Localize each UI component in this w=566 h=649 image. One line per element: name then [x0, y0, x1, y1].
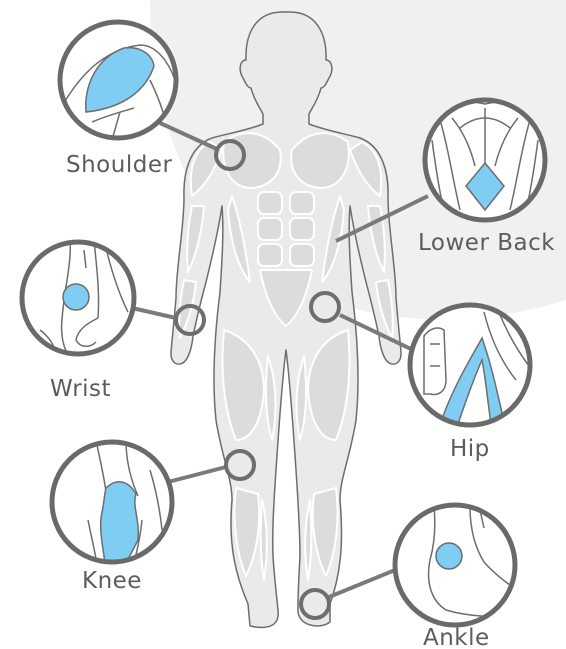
highlight-ankle	[436, 543, 462, 569]
callout-hip	[410, 305, 532, 430]
label-hip: Hip	[450, 438, 490, 461]
callout-knee	[52, 440, 172, 572]
label-ankle: Ankle	[423, 627, 490, 649]
highlight-wrist	[63, 284, 89, 310]
connector-wrist	[132, 308, 176, 318]
callout-ankle	[395, 505, 524, 625]
callout-lower-back	[425, 100, 545, 220]
callout-wrist	[22, 240, 134, 362]
callout-shoulder	[40, 22, 180, 150]
label-wrist: Wrist	[50, 378, 111, 401]
label-lower-back: Lower Back	[418, 232, 555, 255]
connector-knee	[168, 467, 226, 482]
connector-ankle	[329, 568, 400, 597]
label-knee: Knee	[82, 570, 142, 593]
label-shoulder: Shoulder	[66, 154, 172, 177]
